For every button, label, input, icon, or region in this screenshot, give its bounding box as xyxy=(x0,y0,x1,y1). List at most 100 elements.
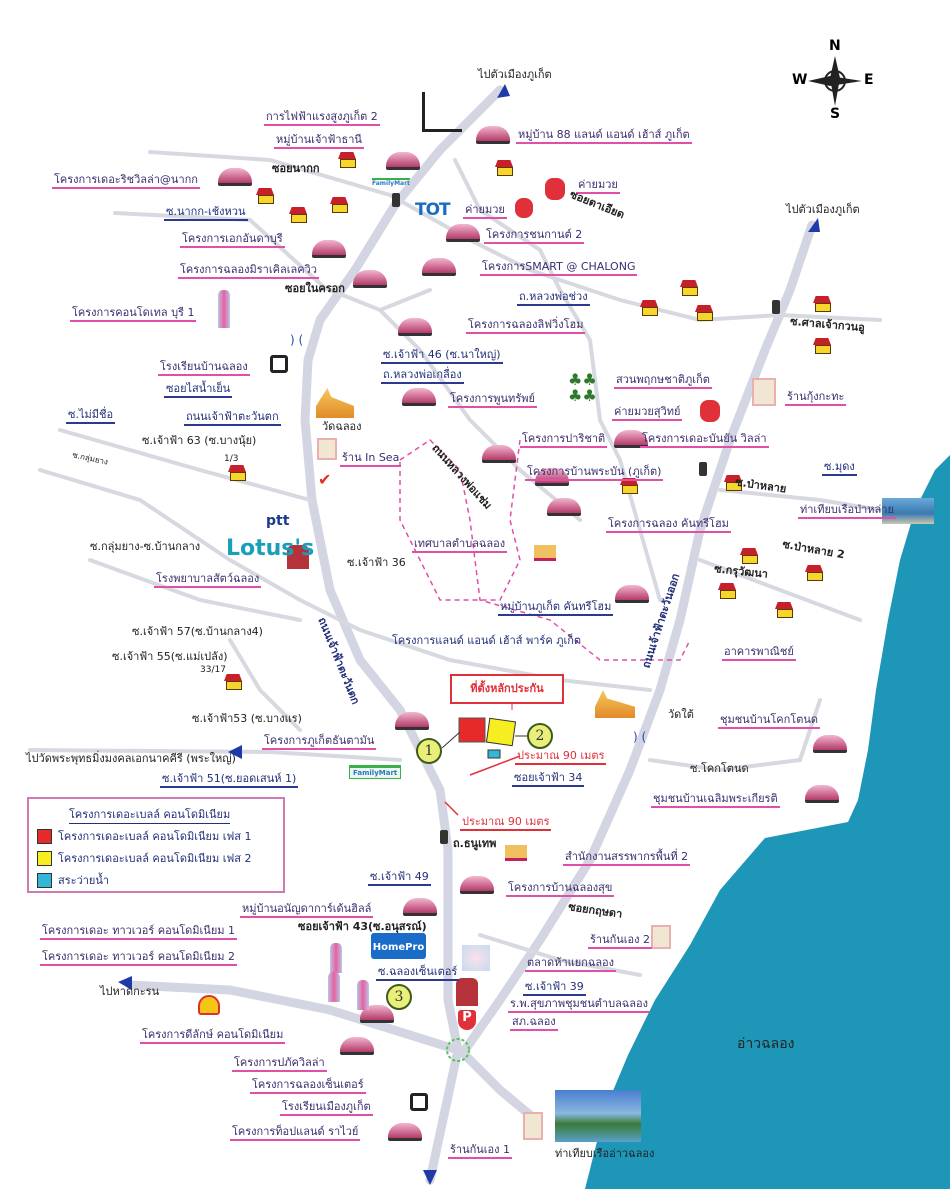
label-chaofa-west-rd: ถนนเจ้าฟ้าตะวันตก xyxy=(184,410,281,426)
house-icon xyxy=(256,188,274,204)
label-vet: โรงพยาบาลสัตว์ฉลอง xyxy=(154,572,262,588)
compass-w: W xyxy=(792,72,808,88)
hospital-icon xyxy=(287,545,309,569)
legend-swatch-red xyxy=(37,828,52,844)
label-banyan: โครงการเดอะบันยัน วิลล่า xyxy=(640,432,769,448)
ptt-logo: ptt xyxy=(266,513,290,529)
label-muay-camp: ค่ายมวย xyxy=(463,203,507,219)
house-icon xyxy=(228,465,246,481)
house-icon xyxy=(695,305,713,321)
village-icon xyxy=(402,388,436,406)
traffic-light-icon xyxy=(392,193,400,207)
village-icon xyxy=(386,152,420,170)
school-icon xyxy=(410,1093,428,1111)
label-tower2: โครงการเดอะ ทาวเวอร์ คอนโดมิเนียม 2 xyxy=(40,950,238,966)
label-ek-anda: โครงการเอกอันดาบุรี xyxy=(180,232,285,248)
legend-item-phase1: โครงการเดอะเบลล์ คอนโดมิเนียม เฟส 1 xyxy=(37,827,251,845)
label-in-sea: ร้าน In Sea xyxy=(340,451,402,467)
village-icon xyxy=(805,785,839,803)
village-icon xyxy=(476,126,510,144)
label-commercial: อาคารพาณิชย์ xyxy=(722,645,796,661)
legend-title: โครงการเดอะเบลล์ คอนโดมิเนียม xyxy=(69,805,231,824)
label-topland: โครงการท็อปแลนด์ ราไวย์ xyxy=(230,1125,361,1141)
condo-tower-icon xyxy=(328,972,340,1002)
village-icon xyxy=(446,224,480,242)
house-icon xyxy=(224,674,242,690)
village-icon xyxy=(398,318,432,336)
label-tower1: โครงการเดอะ ทาวเวอร์ คอนโดมิเนียม 1 xyxy=(40,924,238,940)
label-phuket-dhantaman: โครงการภูเก็ตธันตามัน xyxy=(262,734,377,750)
compass-icon xyxy=(808,56,862,106)
label-soi-sai-nam-yen: ซอยไสน้ำเย็น xyxy=(164,382,233,398)
house-icon xyxy=(495,160,513,176)
village-icon xyxy=(312,240,346,258)
label-approx-distance: ประมาณ 90 เมตร xyxy=(515,749,607,765)
label-soi-khok-tanod: ซ.โคกโตนด xyxy=(690,762,749,775)
boxing-icon xyxy=(700,400,720,422)
label-chalerm: ชุมชนบ้านเฉลิมพระเกียรติ xyxy=(651,792,780,808)
label-country-home: โครงการฉลอง คันทรีโฮม xyxy=(606,517,731,533)
label-living-home: โครงการฉลองลิฟวิ่งโฮม xyxy=(466,318,586,334)
shop-icon xyxy=(317,438,337,460)
label-chaofa46: ซ.เจ้าฟ้า 46 (ซ.นาใหญ่) xyxy=(381,348,503,364)
house-icon xyxy=(805,565,823,581)
label-to-big-buddha: ไปวัดพระพุทธมิ่งมงคลเอกนาคคีรี (พระใหญ่) xyxy=(26,752,236,765)
condo-tower-icon xyxy=(357,980,369,1010)
legend-swatch-yellow xyxy=(37,850,52,866)
house-icon xyxy=(724,475,742,491)
police-parking-icon: P xyxy=(458,1010,476,1030)
label-chalong-center-soi: ซ.ฉลองเซ็นเตอร์ xyxy=(376,965,460,981)
shell-icon xyxy=(198,995,220,1015)
school-icon xyxy=(270,355,288,373)
legend-item-phase2: โครงการเดอะเบลล์ คอนโดมิเนียม เฟส 2 xyxy=(37,849,251,867)
legend-item-pool: สระว่ายน้ำ xyxy=(37,871,109,889)
road-chaofa-west xyxy=(300,85,505,1185)
label-condotel: โครงการคอนโดเทล บุรี 1 xyxy=(70,306,197,322)
label-phuket-country: หมู่บ้านภูเก็ต คันทรีโฮม xyxy=(498,600,614,616)
legend-label: โครงการเดอะเบลล์ คอนโดมิเนียม เฟส 1 xyxy=(58,830,252,843)
house-icon xyxy=(775,602,793,618)
label-chaofa36: ซ.เจ้าฟ้า 36 xyxy=(347,556,406,569)
label-revenue: สำนักงานสรรพากรพื้นที่ 2 xyxy=(563,850,691,866)
house-icon xyxy=(813,338,831,354)
label-chaofa53: ซ.เจ้าฟ้า53 (ซ.บางแร) xyxy=(192,712,302,725)
label-approx-distance: ประมาณ 90 เมตร xyxy=(460,815,552,831)
pier-photo xyxy=(882,498,934,524)
bridge-icon: ) ( xyxy=(290,333,304,347)
label-thanuthep: ถ.ธนูเทพ xyxy=(453,837,497,850)
label-wat-tai: วัดใต้ xyxy=(668,708,694,721)
label-soi-nakok-cheng: ซ.นากก-เช้งหวน xyxy=(164,205,248,221)
legend-label: โครงการเดอะเบลล์ คอนโดมิเนียม เฟส 2 xyxy=(58,852,252,865)
shop-icon xyxy=(752,378,776,406)
road-to-pier xyxy=(460,1050,535,1120)
label-smart-chalong: โครงการSMART @ CHALONG xyxy=(480,260,638,276)
traffic-light-icon xyxy=(699,462,707,476)
label-chalong-bay: อ่าวฉลอง xyxy=(737,1036,795,1052)
side-roads xyxy=(28,150,882,977)
shop-icon xyxy=(651,925,671,949)
label-school-chalong: โรงเรียนบ้านฉลอง xyxy=(158,360,250,376)
label-deelux: โครงการดีลักษ์ คอนโดมิเนียม xyxy=(140,1028,286,1044)
label-chalong-center: โครงการฉลองเซ็นเตอร์ xyxy=(250,1078,366,1094)
label-market: ตลาดห้าแยกฉลอง xyxy=(525,956,617,972)
marker-2: 2 xyxy=(527,723,553,749)
pier-photo xyxy=(555,1090,641,1142)
familymart-logo: FamilyMart xyxy=(349,765,402,779)
label-muay-camp: ค่ายมวย xyxy=(576,178,620,194)
village-icon xyxy=(388,1123,422,1141)
village-icon xyxy=(403,898,437,916)
road-to-karon xyxy=(125,980,463,1055)
village-icon xyxy=(340,1037,374,1055)
label-kan-eng1: ร้านกันเอง 1 xyxy=(448,1143,513,1159)
label-chaofa-thani: หมู่บ้านเจ้าฟ้าธานี xyxy=(274,133,364,149)
village-icon xyxy=(615,585,649,603)
house-icon xyxy=(640,300,658,316)
label-paphak: โครงการปภัควิลล่า xyxy=(232,1056,327,1072)
traffic-light-icon xyxy=(772,300,780,314)
label-hospital: ร.พ.สุขภาพชุมชนตำบลฉลอง xyxy=(508,997,651,1013)
label-klum-yang-ban-klang: ซ.กลุ่มยาง-ซ.บ้านกลาง xyxy=(90,540,201,553)
compass-e: E xyxy=(864,72,874,88)
boxing-icon xyxy=(515,198,533,218)
compass-rose: N S W E xyxy=(790,38,880,123)
